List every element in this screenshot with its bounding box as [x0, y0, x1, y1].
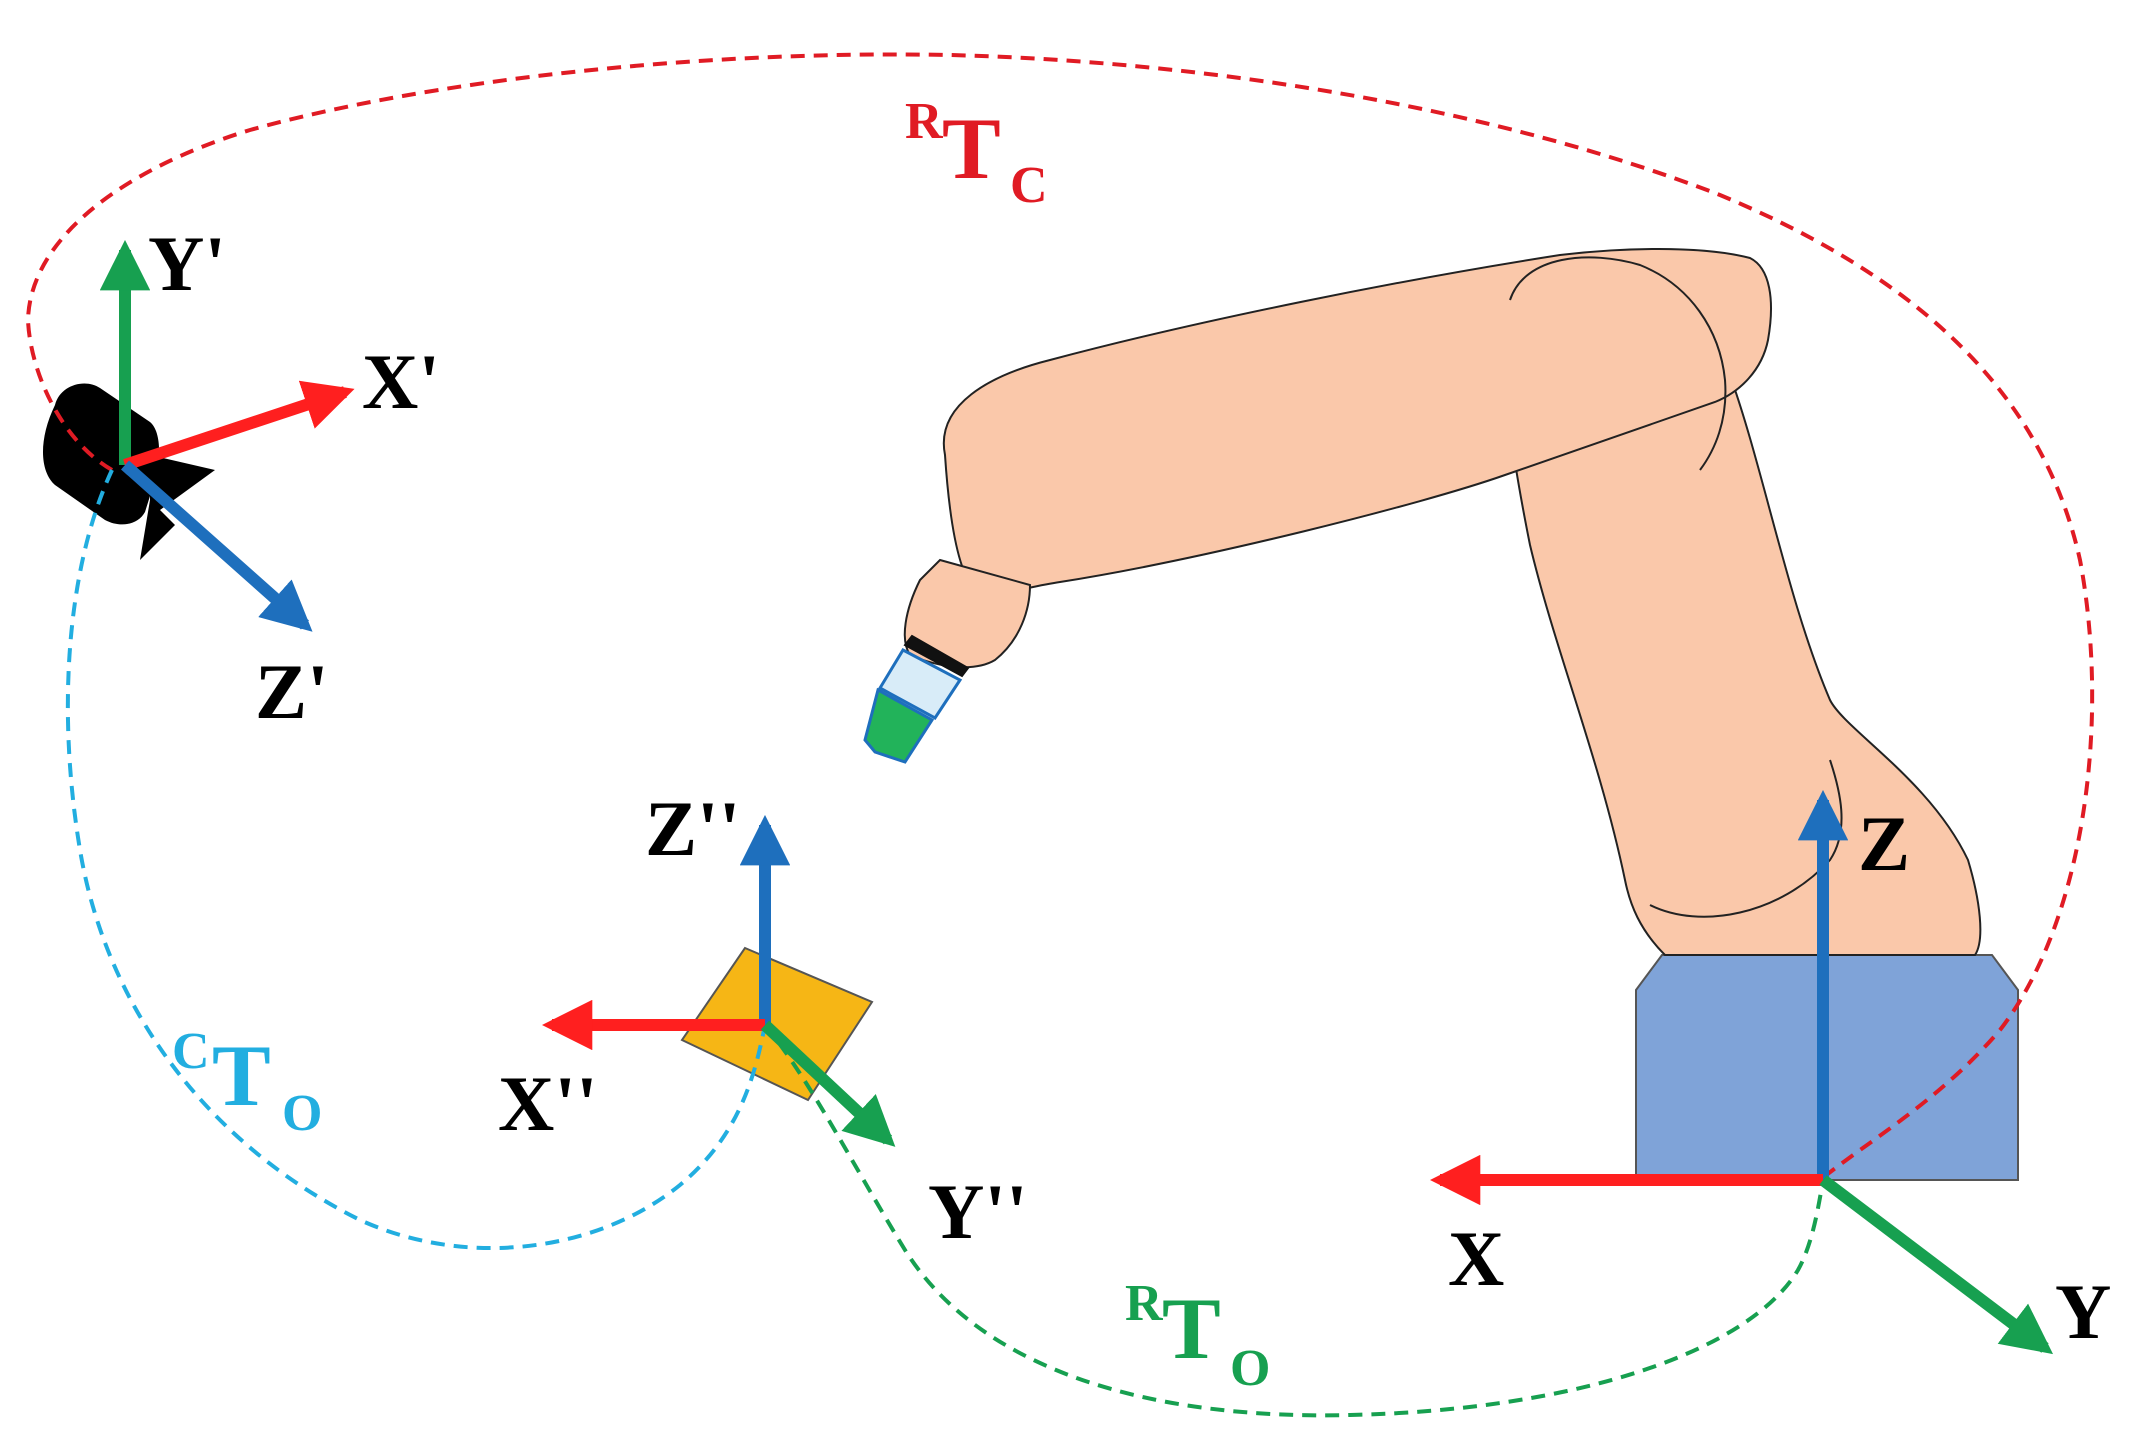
cto-main: T: [212, 1028, 271, 1125]
rto-subscript: O: [1230, 1340, 1270, 1397]
object-y-axis-arrow: [760, 1020, 896, 1147]
transform-label-camera-object: C T O: [172, 1023, 322, 1142]
rto-superscript: R: [1125, 1275, 1164, 1332]
rto-main: T: [1162, 1281, 1221, 1378]
transform-curve-robot-object: [763, 1023, 1825, 1418]
transform-curve-robot-camera: [25, 52, 2095, 1182]
robot-y-label: Y: [2055, 1268, 2111, 1355]
robot-z-label: Z: [1858, 800, 1910, 887]
object-y-label: Y'': [928, 1168, 1028, 1255]
robot-x-label: X: [1448, 1215, 1504, 1302]
rtc-subscript: C: [1010, 157, 1048, 214]
camera-x-label: X': [362, 338, 440, 425]
camera-y-label: Y': [148, 220, 226, 307]
rtc-main: T: [942, 101, 1001, 198]
cto-subscript: O: [282, 1085, 322, 1142]
gripper-holder: [877, 648, 963, 720]
cto-superscript: C: [172, 1023, 210, 1080]
rtc-superscript: R: [905, 93, 944, 150]
robot-shoulder-joint: [1509, 256, 1727, 471]
transform-label-robot-camera: R T C: [905, 93, 1048, 214]
robot-y-axis-arrow: [1819, 1175, 2054, 1355]
gripper: [863, 687, 935, 764]
transform-curve-camera-object: [65, 469, 767, 1251]
camera-z-label: Z': [255, 648, 329, 735]
object-plate: [680, 946, 874, 1102]
robot-flange: [903, 634, 970, 678]
transform-label-robot-object: R T O: [1125, 1275, 1270, 1397]
camera-x-axis-arrow: [123, 380, 355, 471]
object-z-label: Z'': [645, 785, 740, 872]
object-x-label: X'': [498, 1060, 598, 1147]
camera-z-axis-arrow: [121, 460, 313, 632]
